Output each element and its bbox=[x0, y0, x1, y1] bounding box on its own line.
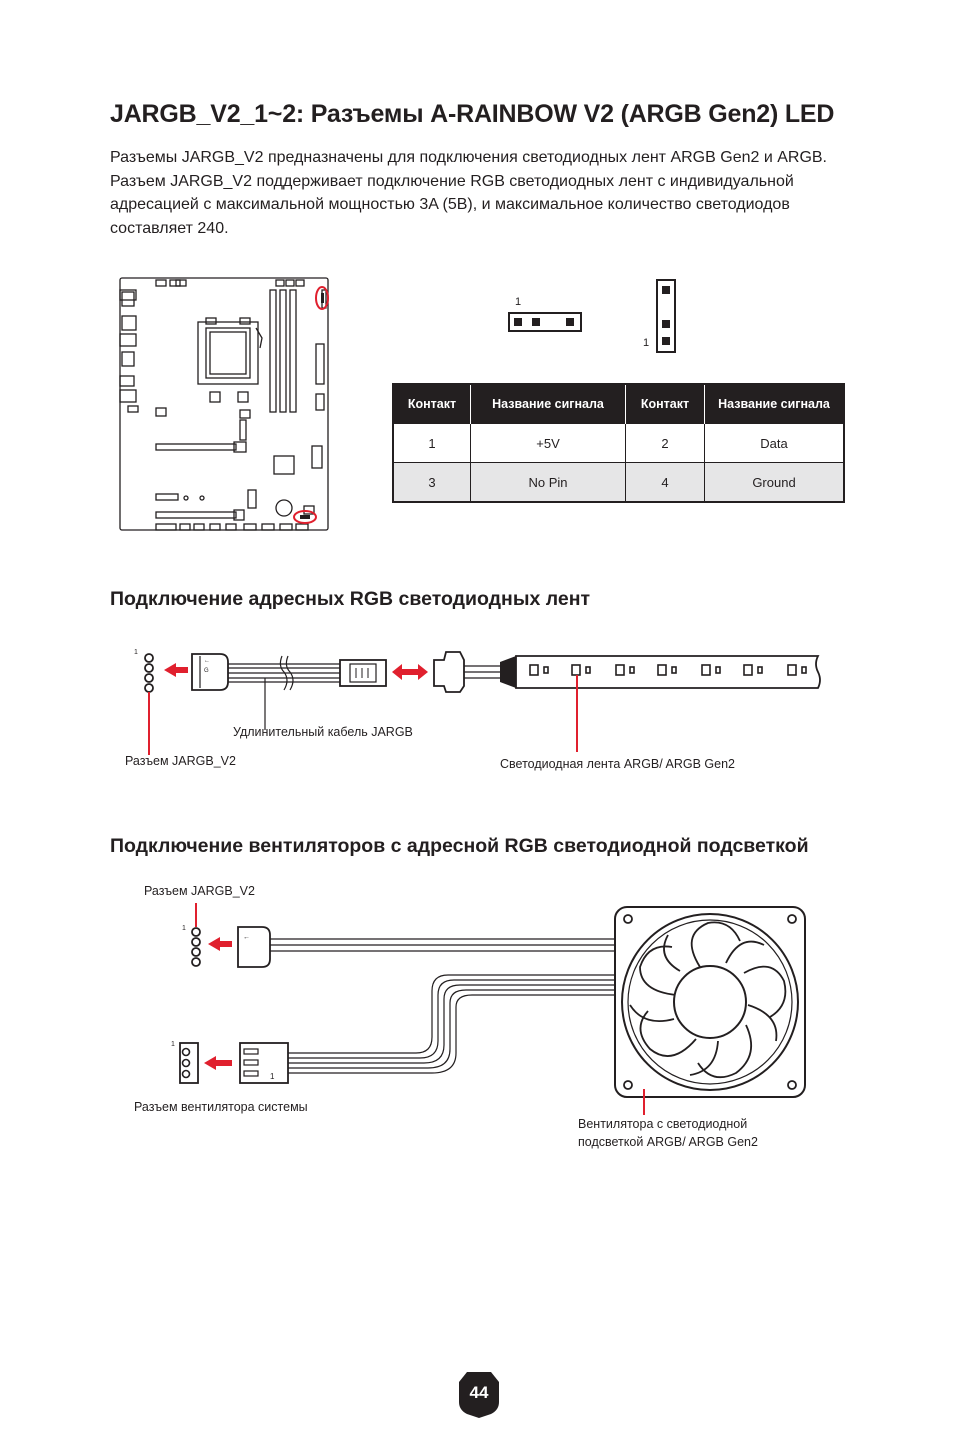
table-cell: 4 bbox=[625, 462, 705, 503]
pin-definition-table: Контакт Название сигнала Контакт Названи… bbox=[392, 383, 845, 503]
table-cell: Data bbox=[704, 423, 845, 463]
svg-text:←: ← bbox=[243, 934, 250, 941]
connector-label-strip: Разъем JARGB_V2 bbox=[125, 754, 236, 768]
intro-paragraph: Разъемы JARGB_V2 предназначены для подкл… bbox=[110, 149, 827, 237]
table-row: 1 +5V 2 Data bbox=[392, 423, 845, 463]
motherboard-diagram bbox=[119, 277, 329, 531]
fan-label-line1: Вентилятора с светодиодной bbox=[578, 1117, 748, 1131]
fan-connection-diagram: ← 1 bbox=[179, 903, 806, 1115]
table-cell: +5V bbox=[470, 423, 626, 463]
horizontal-pin-header bbox=[508, 312, 582, 332]
jargb-highlight-top bbox=[315, 286, 329, 310]
connector-label-fan: Разъем JARGB_V2 bbox=[144, 884, 255, 898]
table-cell: Ground bbox=[704, 462, 845, 503]
strip-label: Светодиодная лента ARGB/ ARGB Gen2 bbox=[500, 757, 735, 771]
table-header: Контакт bbox=[625, 384, 705, 424]
fan-connector-label: Разъем вентилятора системы bbox=[134, 1100, 308, 1114]
page-title: JARGB_V2_1~2: Разъемы A-RAINBOW V2 (ARGB… bbox=[110, 100, 835, 128]
table-cell: 3 bbox=[392, 462, 471, 503]
page-number-badge-icon bbox=[459, 1372, 499, 1418]
pin-one-marker-vertical: 1 bbox=[643, 337, 650, 349]
table-cell: No Pin bbox=[470, 462, 626, 503]
page-number: 44 bbox=[469, 1383, 489, 1402]
svg-text:1: 1 bbox=[270, 1072, 275, 1081]
fan-argb-pin-one-marker: 1 bbox=[182, 925, 186, 932]
table-row: 3 No Pin 4 Ground bbox=[392, 462, 845, 503]
table-header: Название сигнала bbox=[470, 384, 626, 424]
strip-pin-one-marker: 1 bbox=[134, 649, 138, 656]
fan-label-line2: подсветкой ARGB/ ARGB Gen2 bbox=[578, 1135, 758, 1149]
table-cell: 2 bbox=[625, 423, 705, 463]
fan-header-pin-one-marker: 1 bbox=[171, 1041, 175, 1048]
table-header: Контакт bbox=[393, 384, 471, 424]
strip-connection-diagram: ← G bbox=[144, 651, 821, 755]
section-title-fan: Подключение вентиляторов с адресной RGB … bbox=[110, 835, 809, 857]
jargb-highlight-bottom bbox=[293, 510, 317, 524]
pin-one-marker-horizontal: 1 bbox=[515, 296, 522, 308]
table-cell: 1 bbox=[392, 423, 471, 463]
svg-text:←: ← bbox=[204, 658, 210, 664]
section-title-strip: Подключение адресных RGB светодиодных ле… bbox=[110, 588, 591, 610]
svg-text:G: G bbox=[204, 668, 209, 674]
vertical-pin-header bbox=[656, 279, 676, 353]
cable-label: Удлинительный кабель JARGB bbox=[233, 725, 413, 739]
table-header: Название сигнала bbox=[704, 384, 844, 424]
